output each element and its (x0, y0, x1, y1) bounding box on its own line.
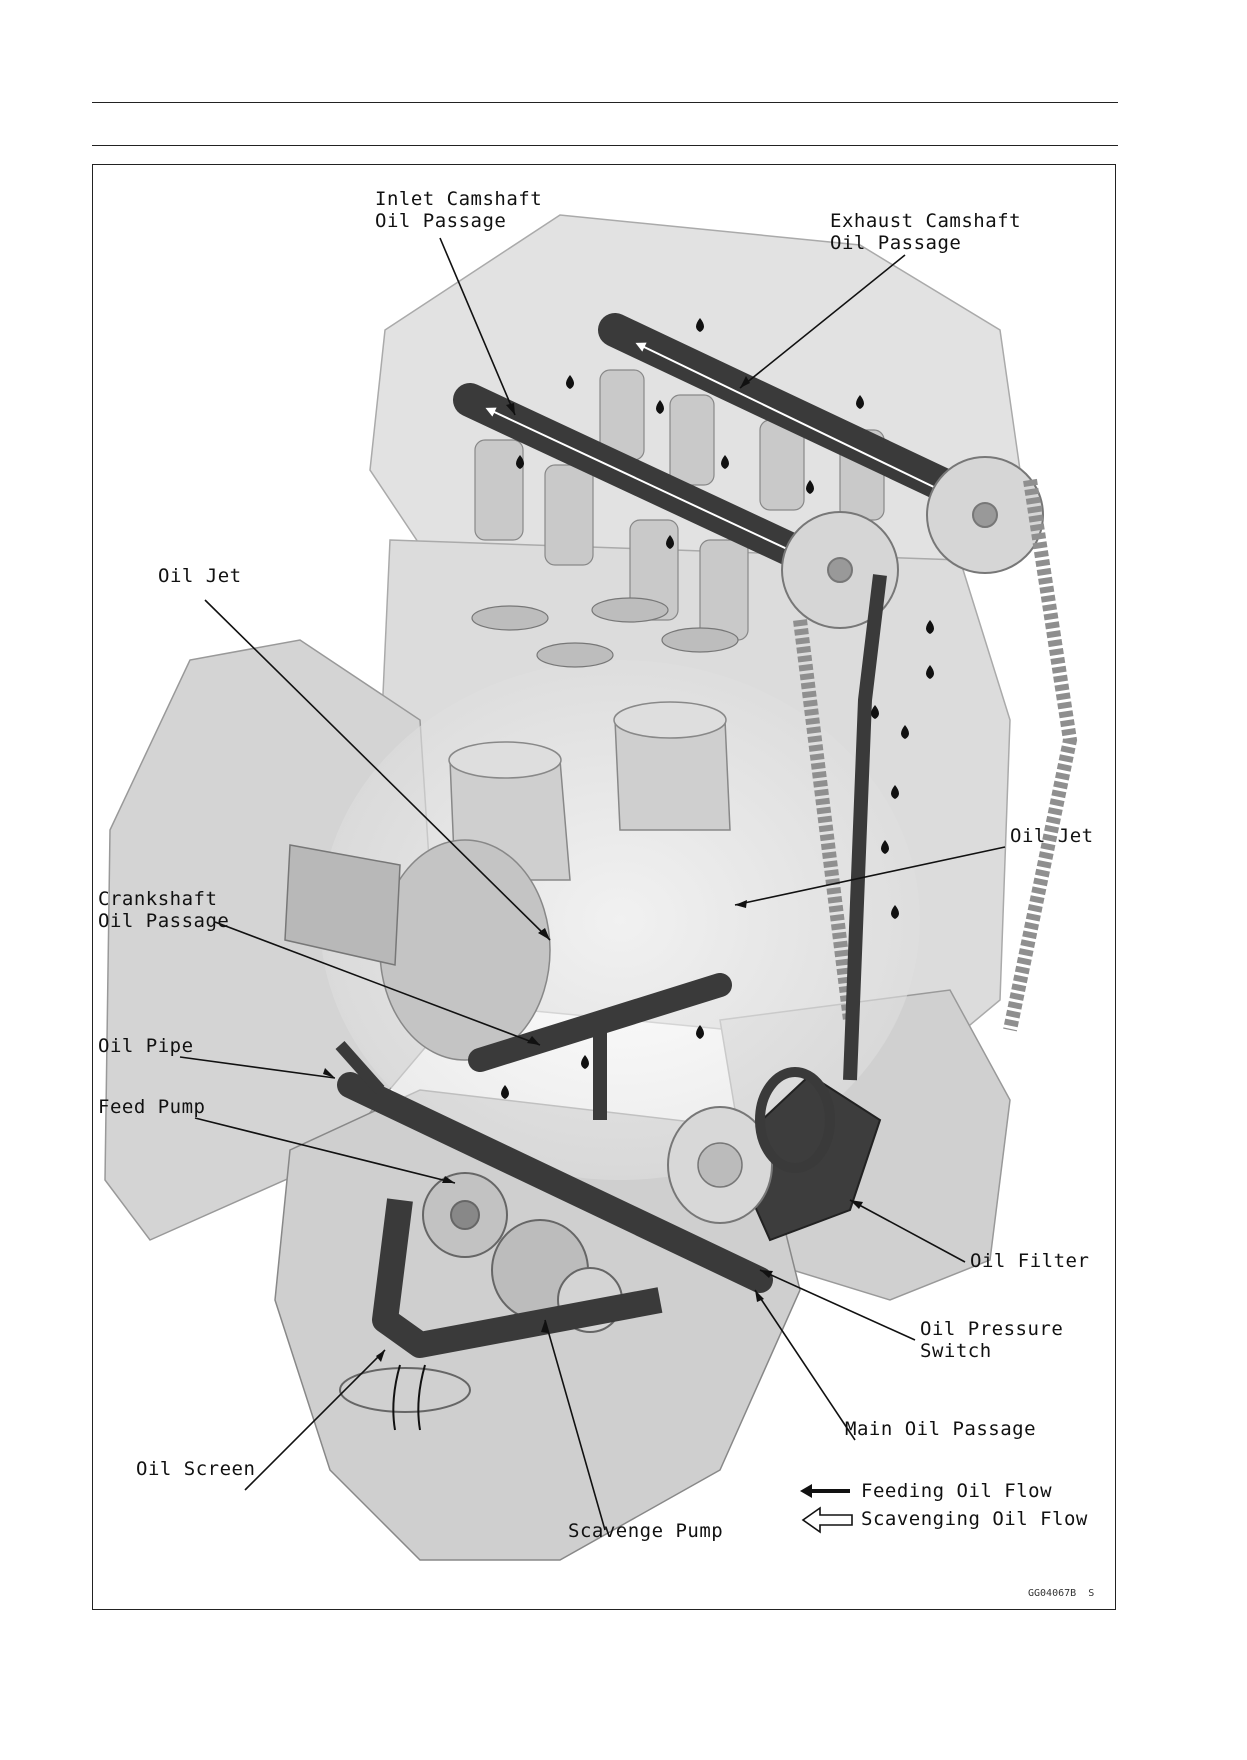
valve-spring (629, 519, 679, 621)
exhaust-cam-flow (635, 342, 941, 491)
label-oil-screen: Oil Screen (136, 1458, 256, 1480)
label-oil-jet-top: Oil Jet (158, 565, 242, 587)
label-inlet-camshaft-1: Inlet Camshaft (375, 188, 543, 210)
scavenging-arrow (801, 1506, 853, 1534)
label-scavenge-pump: Scavenge Pump (568, 1520, 724, 1542)
label-exhaust-camshaft-2: Oil Passage (830, 232, 962, 254)
label-oil-jet-right: Oil Jet (1010, 825, 1094, 847)
label-oil-filter: Oil Filter (970, 1250, 1090, 1272)
label-oil-pipe: Oil Pipe (98, 1035, 194, 1057)
crankshaft-oil-passage (468, 973, 732, 1072)
label-oil-pressure-switch-1: Oil Pressure (920, 1318, 1064, 1340)
valve-spring (474, 439, 524, 541)
engine-body (104, 214, 1021, 1561)
figure-frame (92, 164, 1116, 1610)
label-exhaust-camshaft-1: Exhaust Camshaft (830, 210, 1022, 232)
valve-head (536, 642, 614, 668)
valve-head (471, 605, 549, 631)
leader-heads (323, 376, 863, 1362)
valve-head (591, 597, 669, 623)
crankshaft-end (284, 844, 401, 966)
lube-components (335, 574, 887, 1431)
leader-lines (179, 237, 1006, 1531)
valve-spring (544, 464, 594, 566)
inlet-cam-flow (485, 407, 801, 556)
pickup-pipe (372, 1198, 663, 1358)
oil-screen-shape (339, 1367, 471, 1413)
label-main-oil-passage: Main Oil Passage (845, 1418, 1037, 1440)
feed-oil-pipe (335, 1041, 385, 1094)
legend-scavenging-text: Scavenging Oil Flow (861, 1508, 1088, 1530)
label-oil-pressure-switch-2: Switch (920, 1340, 992, 1362)
crank-assembly (284, 701, 732, 1120)
oil-filter-body (728, 1073, 882, 1242)
valve-spring (699, 539, 749, 641)
crank-web (379, 839, 551, 1061)
figure-code: GG04067B S (1028, 1588, 1095, 1599)
valve-spring (669, 394, 715, 486)
timing-chain (793, 478, 1078, 1032)
oil-filter-ring (755, 1067, 835, 1173)
label-crankshaft-1: Crankshaft (98, 888, 218, 910)
exhaust-camshaft (598, 313, 992, 517)
main-oil-passage (337, 1072, 773, 1293)
valvetrain (453, 313, 1078, 1032)
legend-arrows (800, 1484, 853, 1534)
feed-pump-shape (422, 1172, 508, 1258)
label-inlet-camshaft-2: Oil Passage (375, 210, 507, 232)
valve-head (661, 627, 739, 653)
header-rule-top (92, 102, 1118, 103)
label-crankshaft-2: Oil Passage (98, 910, 230, 932)
cam-sprocket-inlet (781, 511, 899, 629)
return-pipe-to-head (843, 574, 887, 1081)
cam-sprocket-exhaust (926, 456, 1044, 574)
label-feed-pump: Feed Pump (98, 1096, 206, 1118)
header-rule-bottom (92, 145, 1118, 146)
legend-feeding-text: Feeding Oil Flow (861, 1480, 1053, 1502)
oil-drops (501, 318, 934, 1099)
